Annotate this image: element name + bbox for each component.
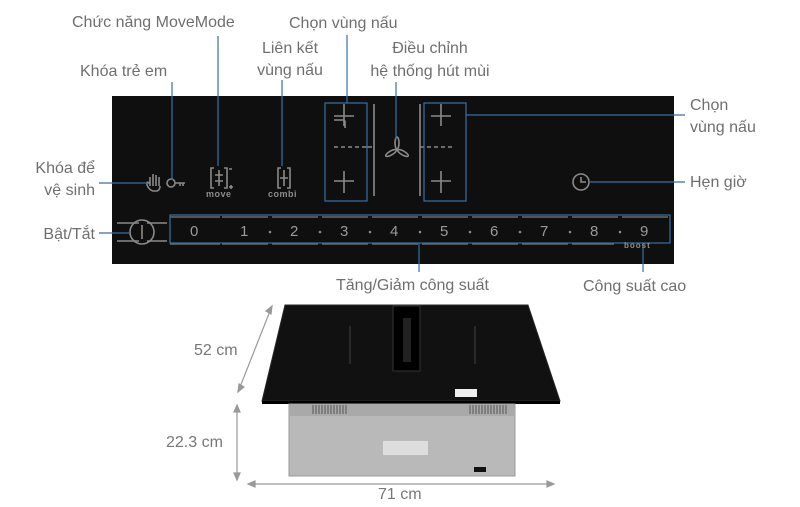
label-select-zone-right-1: Chọn	[690, 97, 729, 114]
slider-dots	[268, 230, 622, 234]
label-power: Bật/Tắt	[43, 226, 95, 243]
key-icon	[166, 178, 185, 188]
dimension-depth: 52 cm	[194, 342, 238, 359]
level-2[interactable]: 2	[290, 223, 299, 240]
label-hood-adjust-2: hệ thống hút mùi	[370, 63, 490, 80]
label-timer: Hẹn giờ	[690, 174, 747, 191]
label-movemode: Chức năng MoveMode	[72, 14, 235, 31]
power-icon	[117, 219, 167, 245]
label-clean-lock-1: Khóa để	[35, 160, 95, 177]
level-3[interactable]: 3	[340, 223, 349, 240]
callout-lines	[99, 35, 685, 272]
dimension-width: 71 cm	[378, 486, 422, 503]
fan-icon	[384, 136, 410, 158]
hand-icon	[146, 174, 161, 192]
label-boost: Công suất cao	[583, 278, 687, 295]
clock-icon	[572, 173, 590, 191]
label-link-zones-2: vùng nấu	[257, 62, 323, 79]
move-text[interactable]: move	[206, 189, 232, 199]
label-clean-lock-2: vệ sinh	[44, 182, 95, 199]
cooktop-photo	[261, 304, 561, 477]
label-link-zones-1: Liên kết	[261, 40, 319, 57]
dimension-arrows	[233, 304, 556, 488]
level-0[interactable]: 0	[190, 223, 199, 240]
move-icon	[210, 167, 233, 189]
level-7[interactable]: 7	[540, 223, 549, 240]
combi-icon	[277, 167, 291, 189]
dimension-height: 22.3 cm	[166, 434, 223, 451]
combi-text[interactable]: combi	[268, 189, 298, 199]
level-8[interactable]: 8	[590, 223, 599, 240]
label-select-zone-right-2: vùng nấu	[690, 119, 756, 136]
level-5[interactable]: 5	[440, 223, 449, 240]
slider-lines	[170, 216, 668, 245]
label-power-level: Tăng/Giảm công suất	[336, 277, 489, 294]
level-9[interactable]: 9	[640, 223, 649, 240]
label-child-lock: Khóa trẻ em	[80, 63, 168, 80]
label-hood-adjust-1: Điều chỉnh	[392, 40, 468, 57]
left-zone-icons	[334, 104, 375, 196]
level-1[interactable]: 1	[240, 223, 249, 240]
label-select-zone-top: Chọn vùng nấu	[289, 15, 398, 32]
level-4[interactable]: 4	[390, 223, 399, 240]
boost-text[interactable]: boost	[624, 241, 651, 250]
right-zone-icons	[419, 104, 452, 196]
level-6[interactable]: 6	[490, 223, 499, 240]
